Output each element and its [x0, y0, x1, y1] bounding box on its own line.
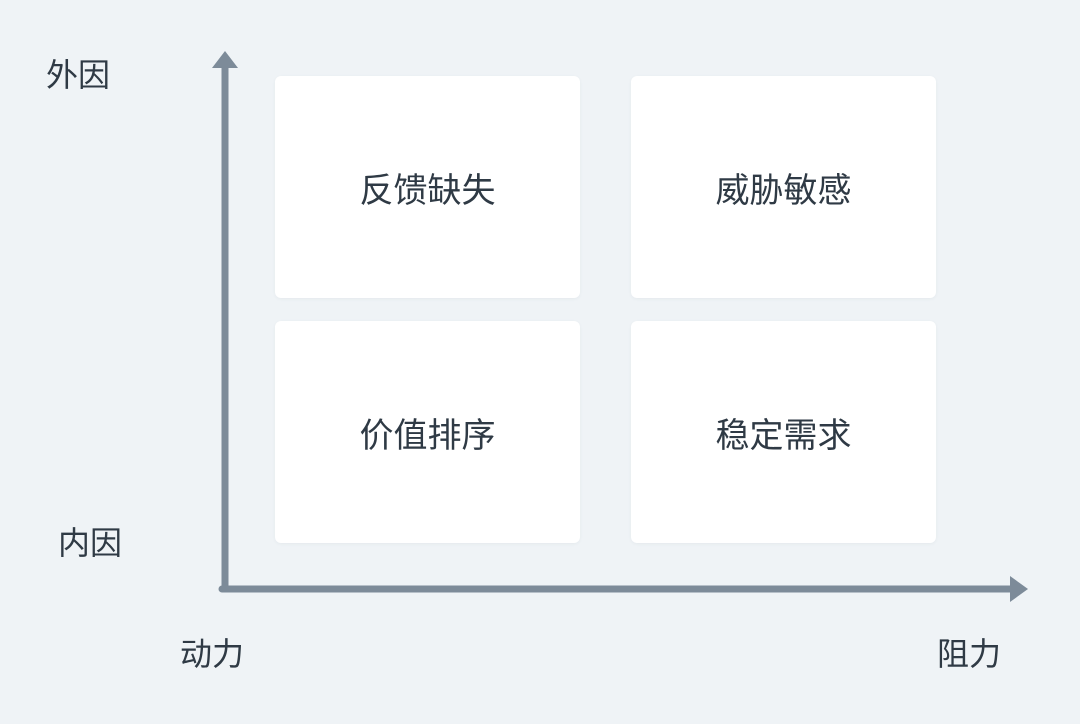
quadrant-bottom-right-label: 稳定需求: [715, 415, 852, 456]
y-axis-top-label: 外因: [46, 56, 111, 94]
quadrant-top-left-label: 反馈缺失: [359, 170, 496, 211]
quadrant-top-left: 反馈缺失: [275, 76, 580, 298]
quadrant-bottom-right: 稳定需求: [631, 321, 936, 543]
quadrant-top-right: 威胁敏感: [631, 76, 936, 298]
y-axis-bottom-label: 内因: [58, 524, 123, 562]
y-axis-arrow-icon: [212, 51, 238, 68]
x-axis-arrow-icon: [1010, 576, 1028, 602]
quadrant-top-right-label: 威胁敏感: [715, 170, 852, 211]
x-axis-left-label: 动力: [180, 635, 245, 673]
x-axis-right-label: 阻力: [937, 635, 1002, 673]
quadrant-bottom-left-label: 价值排序: [359, 415, 496, 456]
quadrant-bottom-left: 价值排序: [275, 321, 580, 543]
